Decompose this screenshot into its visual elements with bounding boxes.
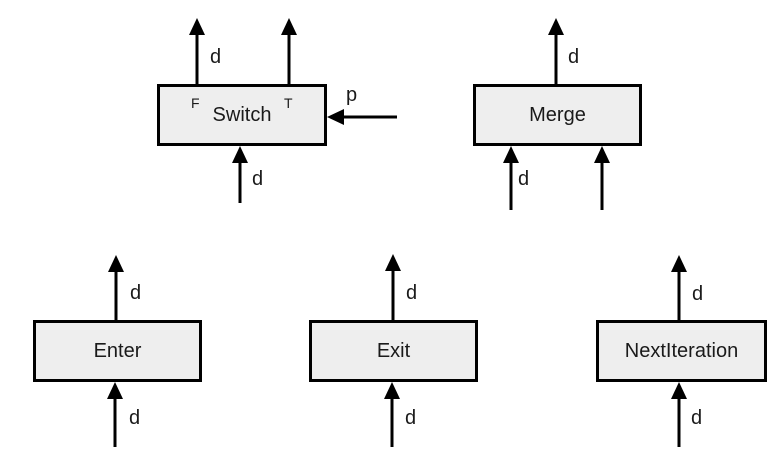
- switch-port-true-label: T: [284, 95, 293, 111]
- arrow-shaft: [509, 159, 513, 210]
- switch-true-output-arrow: [281, 18, 297, 84]
- switch-output-data-label: d: [210, 46, 222, 68]
- nextiteration-output-data-label: d: [692, 283, 704, 305]
- exit-label: Exit: [376, 339, 411, 362]
- merge-output-data-label: d: [568, 46, 580, 68]
- arrowhead-up-icon: [107, 382, 123, 399]
- arrowhead-up-icon: [671, 382, 687, 399]
- exit-output-arrow: [385, 254, 401, 320]
- merge-label: Merge: [529, 103, 586, 126]
- exit-input-arrow: [384, 382, 400, 447]
- exit-output-data-label: d: [406, 282, 418, 304]
- arrow-shaft: [391, 267, 395, 320]
- arrowhead-up-icon: [594, 146, 610, 163]
- arrow-shaft: [195, 31, 199, 84]
- merge-data-input-arrow-left: [503, 146, 519, 210]
- arrowhead-up-icon: [281, 18, 297, 35]
- switch-predicate-label: p: [346, 84, 358, 106]
- arrowhead-up-icon: [503, 146, 519, 163]
- arrowhead-left-icon: [327, 109, 344, 125]
- arrowhead-up-icon: [108, 255, 124, 272]
- arrow-shaft: [113, 395, 117, 447]
- enter-node: Enter: [33, 320, 202, 382]
- merge-input-data-label: d: [518, 168, 530, 190]
- merge-output-arrow: [548, 18, 564, 84]
- merge-data-input-arrow-right: [594, 146, 610, 210]
- arrowhead-up-icon: [232, 146, 248, 163]
- enter-input-data-label: d: [129, 407, 141, 429]
- switch-false-output-arrow: [189, 18, 205, 84]
- arrow-shaft: [114, 268, 118, 320]
- nextiteration-input-arrow: [671, 382, 687, 447]
- arrow-shaft: [677, 395, 681, 447]
- exit-node: Exit: [309, 320, 478, 382]
- enter-input-arrow: [107, 382, 123, 447]
- arrowhead-up-icon: [189, 18, 205, 35]
- arrowhead-up-icon: [384, 382, 400, 399]
- nextiteration-node: NextIteration: [596, 320, 767, 382]
- arrow-shaft: [554, 31, 558, 84]
- arrowhead-up-icon: [385, 254, 401, 271]
- arrow-shaft: [390, 395, 394, 447]
- arrow-shaft: [600, 159, 604, 210]
- arrow-shaft: [238, 159, 242, 203]
- merge-node: Merge: [473, 84, 642, 146]
- nextiteration-output-arrow: [671, 255, 687, 320]
- arrowhead-up-icon: [548, 18, 564, 35]
- enter-output-data-label: d: [130, 282, 142, 304]
- arrow-shaft: [677, 268, 681, 320]
- switch-node: Switch F T: [157, 84, 327, 146]
- nextiteration-input-data-label: d: [691, 407, 703, 429]
- exit-input-data-label: d: [405, 407, 417, 429]
- arrow-shaft: [340, 115, 397, 119]
- enter-output-arrow: [108, 255, 124, 320]
- switch-port-false-label: F: [191, 95, 200, 111]
- arrowhead-up-icon: [671, 255, 687, 272]
- enter-label: Enter: [93, 339, 142, 362]
- nextiteration-label: NextIteration: [624, 339, 739, 362]
- switch-data-input-arrow: [232, 146, 248, 203]
- switch-predicate-input-arrow: [327, 109, 397, 125]
- switch-label: Switch: [212, 103, 272, 126]
- arrow-shaft: [287, 31, 291, 84]
- switch-input-data-label: d: [252, 168, 264, 190]
